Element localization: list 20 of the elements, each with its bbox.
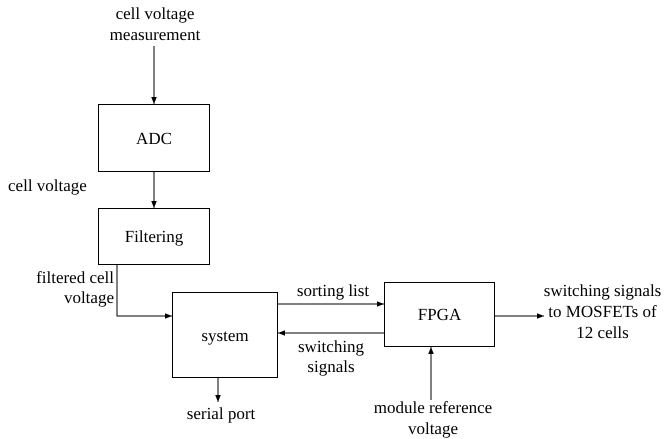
arrow — [151, 46, 157, 104]
box-label: system — [201, 324, 249, 346]
process-box — [98, 208, 210, 265]
arrow — [494, 313, 544, 319]
node-text: switching signals to MOSFETs of 12 cells — [542, 280, 662, 342]
process-box — [98, 104, 210, 172]
arrow — [151, 172, 157, 208]
arrow — [215, 378, 221, 402]
node-text: serial port — [186, 402, 256, 424]
node-text: cell voltage measurement — [108, 3, 202, 45]
arrow — [116, 264, 172, 319]
process-box — [384, 282, 495, 347]
arrow — [278, 330, 384, 336]
node-text: module reference voltage — [372, 396, 494, 438]
arrow — [278, 301, 384, 307]
box-label: ADC — [136, 128, 172, 148]
process-box — [172, 292, 278, 378]
box-label: FPGA — [418, 304, 462, 325]
arrow — [428, 346, 434, 400]
box-label: Filtering — [124, 226, 184, 247]
